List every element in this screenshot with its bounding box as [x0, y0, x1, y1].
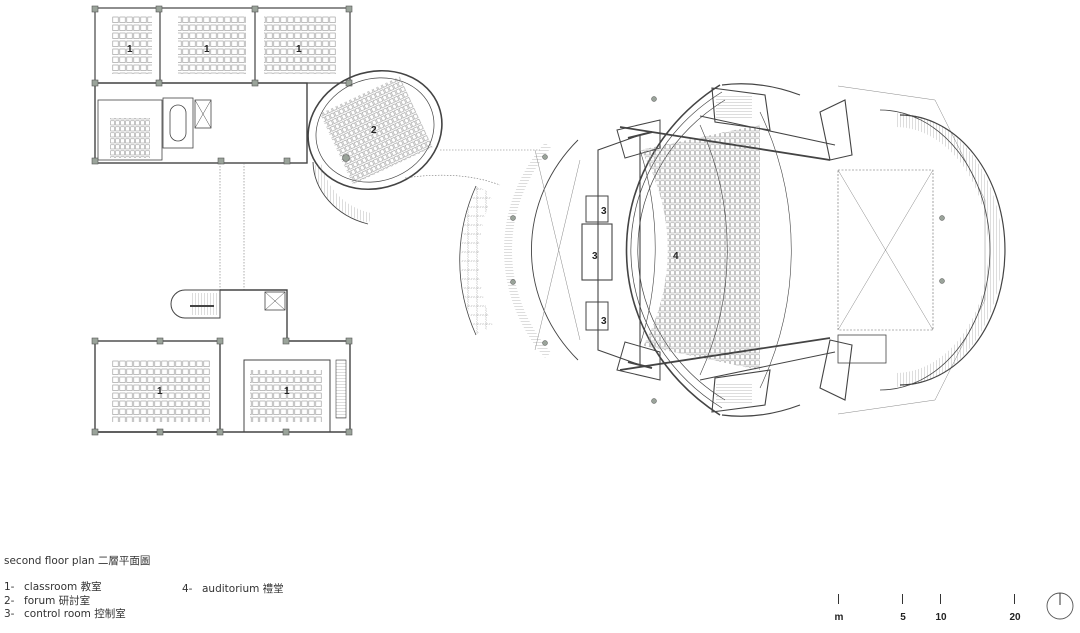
room-label-control-room-upper: 3: [601, 206, 607, 217]
scale-tick: [838, 594, 839, 604]
legend-item-control-room: 3- control room 控制室: [4, 608, 126, 622]
legend-label: auditorium 禮堂: [202, 583, 284, 595]
forum-room: [307, 69, 443, 225]
scale-tick: [902, 594, 903, 604]
room-label-classroom-c: 1: [296, 44, 302, 55]
scale-tick: [940, 594, 941, 604]
room-label-forum: 2: [371, 125, 377, 136]
floor-plan-drawing: 1 1 1 2: [91, 5, 1006, 436]
room-label-control-room-lower: 3: [601, 316, 607, 327]
scale-tick: [1014, 594, 1015, 604]
legend-number: 3-: [4, 608, 15, 620]
legend-number: 1-: [4, 581, 15, 593]
room-label-auditorium: 4: [673, 251, 679, 262]
bridge-lines: [219, 149, 540, 290]
auditorium-building: [459, 83, 1006, 417]
room-label-classroom-e: 1: [284, 386, 290, 397]
legend-label: classroom 教室: [24, 581, 102, 593]
scale-label-unit: m: [834, 612, 844, 623]
legend-number: 2-: [4, 594, 15, 607]
legend-column-2: 4- auditorium 禮堂: [182, 581, 284, 596]
room-label-classroom-d: 1: [157, 386, 163, 397]
legend-number: 4-: [182, 583, 193, 595]
legend-item-classroom: 1- classroom 教室: [4, 581, 126, 595]
north-arrow-icon: [1046, 592, 1074, 620]
legend-item-forum: 2- forum 研討室: [4, 595, 126, 609]
legend-item-auditorium: 4- auditorium 禮堂: [182, 581, 284, 596]
room-label-classroom-b: 1: [204, 44, 210, 55]
room-label-control-room-center: 3: [592, 251, 598, 262]
scale-label-10: 10: [935, 612, 947, 623]
legend-label: control room 控制室: [24, 608, 126, 620]
classroom-block-north: [91, 5, 353, 165]
legend-label: forum 研討室: [24, 594, 91, 607]
scale-label-20: 20: [1009, 612, 1021, 623]
scale-label-5: 5: [900, 612, 906, 623]
room-label-classroom-a: 1: [127, 44, 133, 55]
legend: 1- classroom 教室 2- forum 研討室 3- control roo…: [4, 581, 126, 622]
plan-title: second floor plan 二層平面圖: [4, 555, 151, 567]
scale-bar: m 5 10 20: [830, 590, 1030, 630]
classroom-block-south: [91, 289, 353, 436]
